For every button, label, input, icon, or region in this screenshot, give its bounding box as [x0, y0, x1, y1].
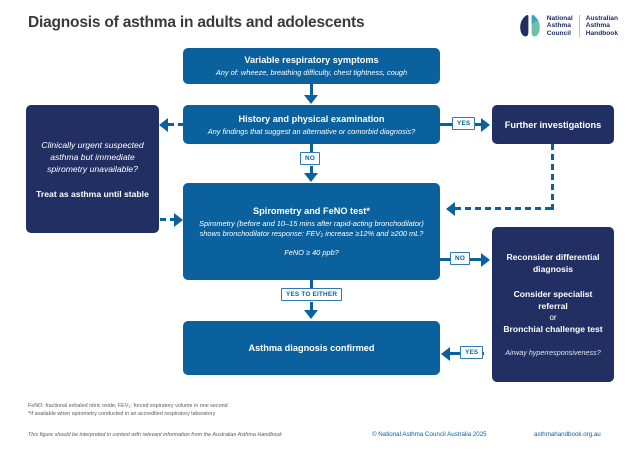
node-history-and-physical-examination[interactable]: History and physical examination Any fin…: [183, 105, 440, 144]
edge-label-spirometry-yes-either[interactable]: YES TO EITHER: [281, 288, 343, 301]
node-urgent-action: Treat as asthma until stable: [36, 188, 149, 199]
footer-website[interactable]: asthmahandbook.org.au: [534, 431, 601, 438]
connector-history-no-line-top: [310, 144, 313, 153]
footnote-abbrev-a: FeNO: fractional exhaled nitric oxide; F…: [28, 403, 129, 409]
lungs-icon: [519, 14, 541, 38]
logo-left-line2: Asthma: [546, 22, 571, 30]
node-further-investigations[interactable]: Further investigations: [492, 105, 614, 144]
connector-spiro-no-line-right: [469, 258, 483, 261]
logo-wordmark: National Asthma Council Australian Asthm…: [547, 14, 618, 38]
node-history-subtitle: Any findings that suggest an alternative…: [207, 126, 416, 136]
connector-reconsider-yes-line-left: [450, 352, 460, 355]
node-reconsider-line3: Bronchial challenge test: [503, 324, 603, 334]
connector-spiro-no-line-left: [440, 258, 450, 261]
node-variable-respiratory-symptoms[interactable]: Variable respiratory symptoms Any of: wh…: [183, 48, 440, 84]
connector-symptoms-history-line: [310, 84, 313, 96]
edge-label-history-yes[interactable]: YES: [452, 116, 476, 130]
connector-history-urgent-dashed: [168, 123, 184, 126]
node-spirometry-title: Spirometry and FeNO test*: [253, 205, 370, 216]
connector-spiro-yes-line-top: [310, 280, 313, 289]
logo-divider: [578, 14, 580, 38]
connector-spiro-yes-line-bottom: [310, 302, 313, 310]
node-further-title: Further investigations: [504, 119, 602, 130]
connector-history-yes-line-left: [440, 123, 452, 126]
node-reconsider-line2: Consider specialist referral: [513, 289, 593, 311]
connector-history-no-line-bottom: [310, 166, 313, 174]
edge-label-spirometry-no[interactable]: NO: [450, 251, 470, 265]
logo-left-line1: National: [546, 14, 573, 22]
footer-copyright: © National Asthma Council Australia 2025: [372, 431, 487, 438]
node-spirometry-and-feno-test[interactable]: Spirometry and FeNO test* Spirometry (be…: [183, 183, 440, 280]
connector-history-yes-line-right: [471, 123, 483, 126]
organisation-logo: National Asthma Council Australian Asthm…: [519, 14, 618, 38]
footnote-abbrev-b: : forced expiratory volume in one second: [130, 403, 228, 409]
logo-right-line3: Handbook: [585, 29, 618, 37]
node-urgent-question: Clinically urgent suspected asthma but i…: [41, 139, 144, 174]
node-reconsider-or: or: [549, 313, 557, 322]
node-asthma-diagnosis-confirmed[interactable]: Asthma diagnosis confirmed: [183, 321, 440, 375]
edge-label-history-no[interactable]: NO: [300, 152, 320, 165]
node-spirometry-line2-b: increase ≥12% and ≥200 mL?: [323, 228, 424, 238]
connector-history-yes-arrow: [481, 117, 490, 132]
connector-history-no-arrow: [304, 173, 318, 182]
node-reconsider-differential-diagnosis[interactable]: Reconsider differential diagnosis Consid…: [492, 227, 614, 382]
connector-urgent-spirometry-dashed: [160, 218, 176, 221]
connector-reconsider-yes-arrow: [441, 346, 450, 361]
node-spirometry-line2: shows bronchodilator response: FEV1 incr…: [200, 229, 424, 241]
node-reconsider-line1: Reconsider differential diagnosis: [506, 252, 600, 274]
connector-spiro-no-arrow: [481, 252, 490, 267]
connector-spiro-yes-arrow: [304, 310, 318, 319]
connector-further-dashed-vertical: [551, 144, 554, 210]
node-confirmed-title: Asthma diagnosis confirmed: [248, 343, 375, 353]
footnote-asterisk: *If available when spirometry conducted …: [28, 411, 216, 417]
connector-history-urgent-arrow: [159, 117, 168, 132]
node-symptoms-subtitle: Any of: wheeze, breathing difficulty, ch…: [215, 68, 408, 77]
node-reconsider-line4: Airway hyperresponsiveness?: [505, 348, 601, 357]
node-spirometry-line2-a: shows bronchodilator response: FEV: [199, 228, 321, 238]
footnote-abbreviations: FeNO: fractional exhaled nitric oxide; F…: [28, 402, 228, 411]
logo-right-line2: Asthma: [585, 22, 610, 30]
node-clinically-urgent-suspected-asthma[interactable]: Clinically urgent suspected asthma but i…: [26, 105, 159, 233]
footnote-abbrev-subscript: 1: [128, 404, 131, 409]
logo-left-column: National Asthma Council: [547, 15, 573, 38]
footnote-interpretation: This figure should be interpreted in con…: [28, 432, 282, 438]
connector-further-dashed-horizontal: [455, 207, 554, 210]
logo-left-line3: Council: [546, 29, 571, 37]
connector-symptoms-history-arrow: [304, 95, 318, 104]
node-spirometry-line2-subscript: 1: [320, 232, 324, 239]
edge-label-reconsider-yes[interactable]: YES: [460, 345, 484, 359]
node-history-title: History and physical examination: [238, 113, 385, 124]
logo-right-line1: Australian: [585, 14, 618, 22]
node-symptoms-title: Variable respiratory symptoms: [244, 55, 379, 65]
connector-further-dashed-arrow: [446, 201, 455, 216]
node-spirometry-line1: Spirometry (before and 10–15 mins after …: [199, 218, 424, 228]
node-spirometry-line3: FeNO ≥ 40 ppb?: [284, 248, 339, 258]
page-title: Diagnosis of asthma in adults and adoles…: [28, 14, 365, 31]
logo-right-column: Australian Asthma Handbook: [586, 15, 618, 38]
connector-urgent-spirometry-arrow: [174, 212, 183, 227]
